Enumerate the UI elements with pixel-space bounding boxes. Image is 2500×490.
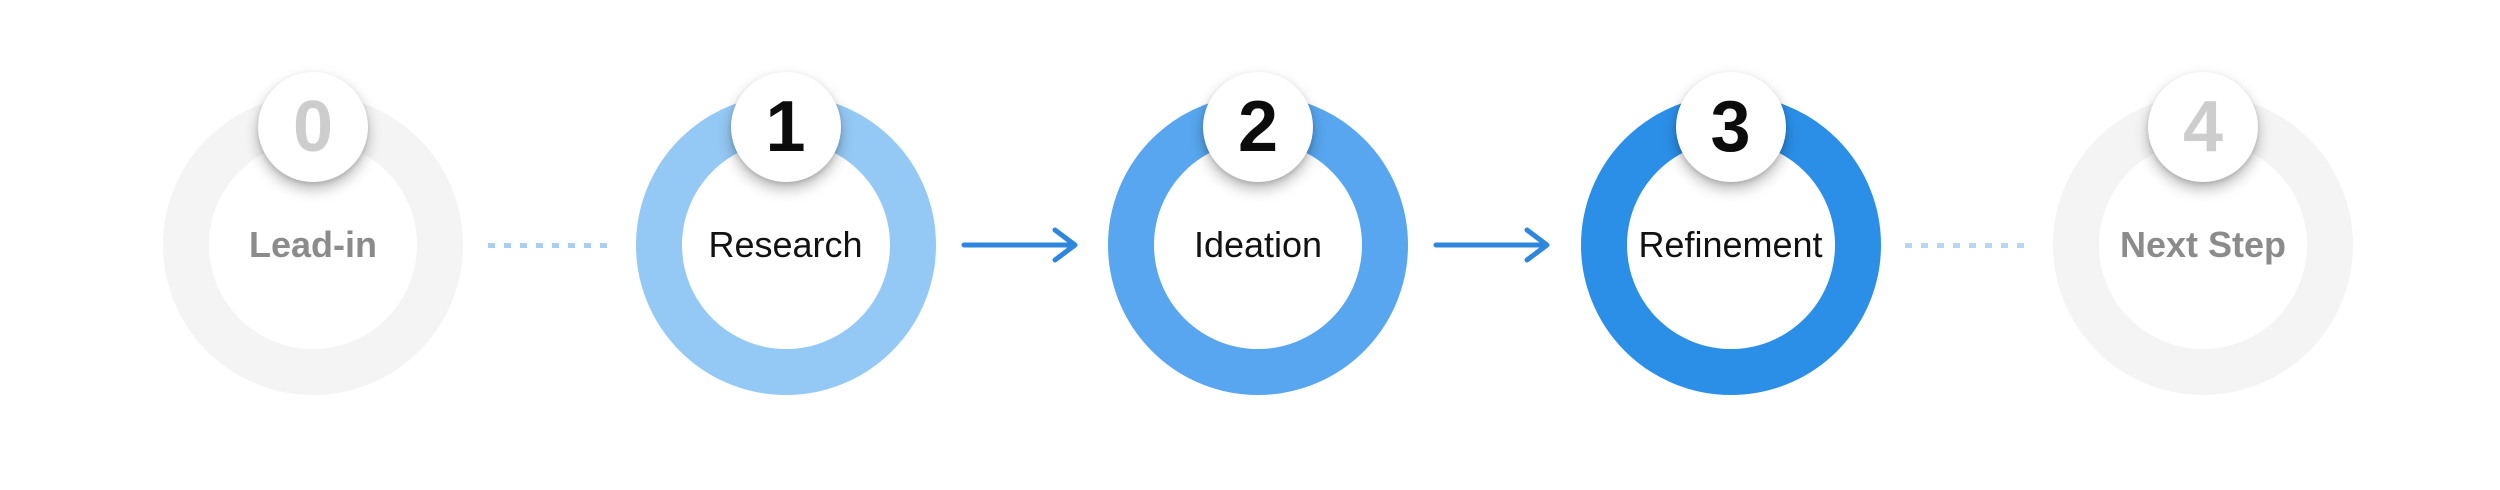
step-number: 3: [1710, 87, 1751, 167]
step-number: 0: [292, 87, 334, 167]
dashed-line-icon: [1905, 242, 2029, 248]
step-number-badge: 3: [1675, 72, 1786, 182]
step-number-badge: 1: [730, 72, 841, 182]
step-lead-in: 0 Lead-in: [163, 72, 463, 395]
dashed-line-icon: [487, 242, 611, 248]
connector-2: [1408, 95, 1581, 395]
step-number: 4: [2182, 87, 2224, 167]
step-refinement: 3 Refinement: [1580, 72, 1881, 395]
step-next-step: 4 Next Step: [2053, 72, 2353, 395]
step-research: 1 Research: [635, 72, 936, 395]
step-number-badge: 0: [258, 72, 368, 182]
step-label: Ideation: [1193, 224, 1323, 265]
step-label: Lead-in: [248, 224, 377, 265]
step-number: 1: [765, 87, 806, 167]
step-number-badge: 4: [2148, 72, 2258, 182]
step-number: 2: [1237, 87, 1279, 167]
arrow-right-icon: [961, 227, 1078, 263]
step-label: Research: [708, 224, 863, 265]
connector-3: [1881, 95, 2054, 395]
step-ideation: 2 Ideation: [1108, 72, 1408, 395]
step-number-badge: 2: [1203, 72, 1313, 182]
connector-1: [936, 95, 1109, 395]
steps-row: 0 Lead-in 1 Research: [163, 72, 2353, 395]
step-label: Next Step: [2119, 224, 2287, 265]
connector-0: [463, 95, 636, 395]
step-label: Refinement: [1638, 224, 1823, 265]
arrow-right-icon: [1433, 227, 1550, 263]
